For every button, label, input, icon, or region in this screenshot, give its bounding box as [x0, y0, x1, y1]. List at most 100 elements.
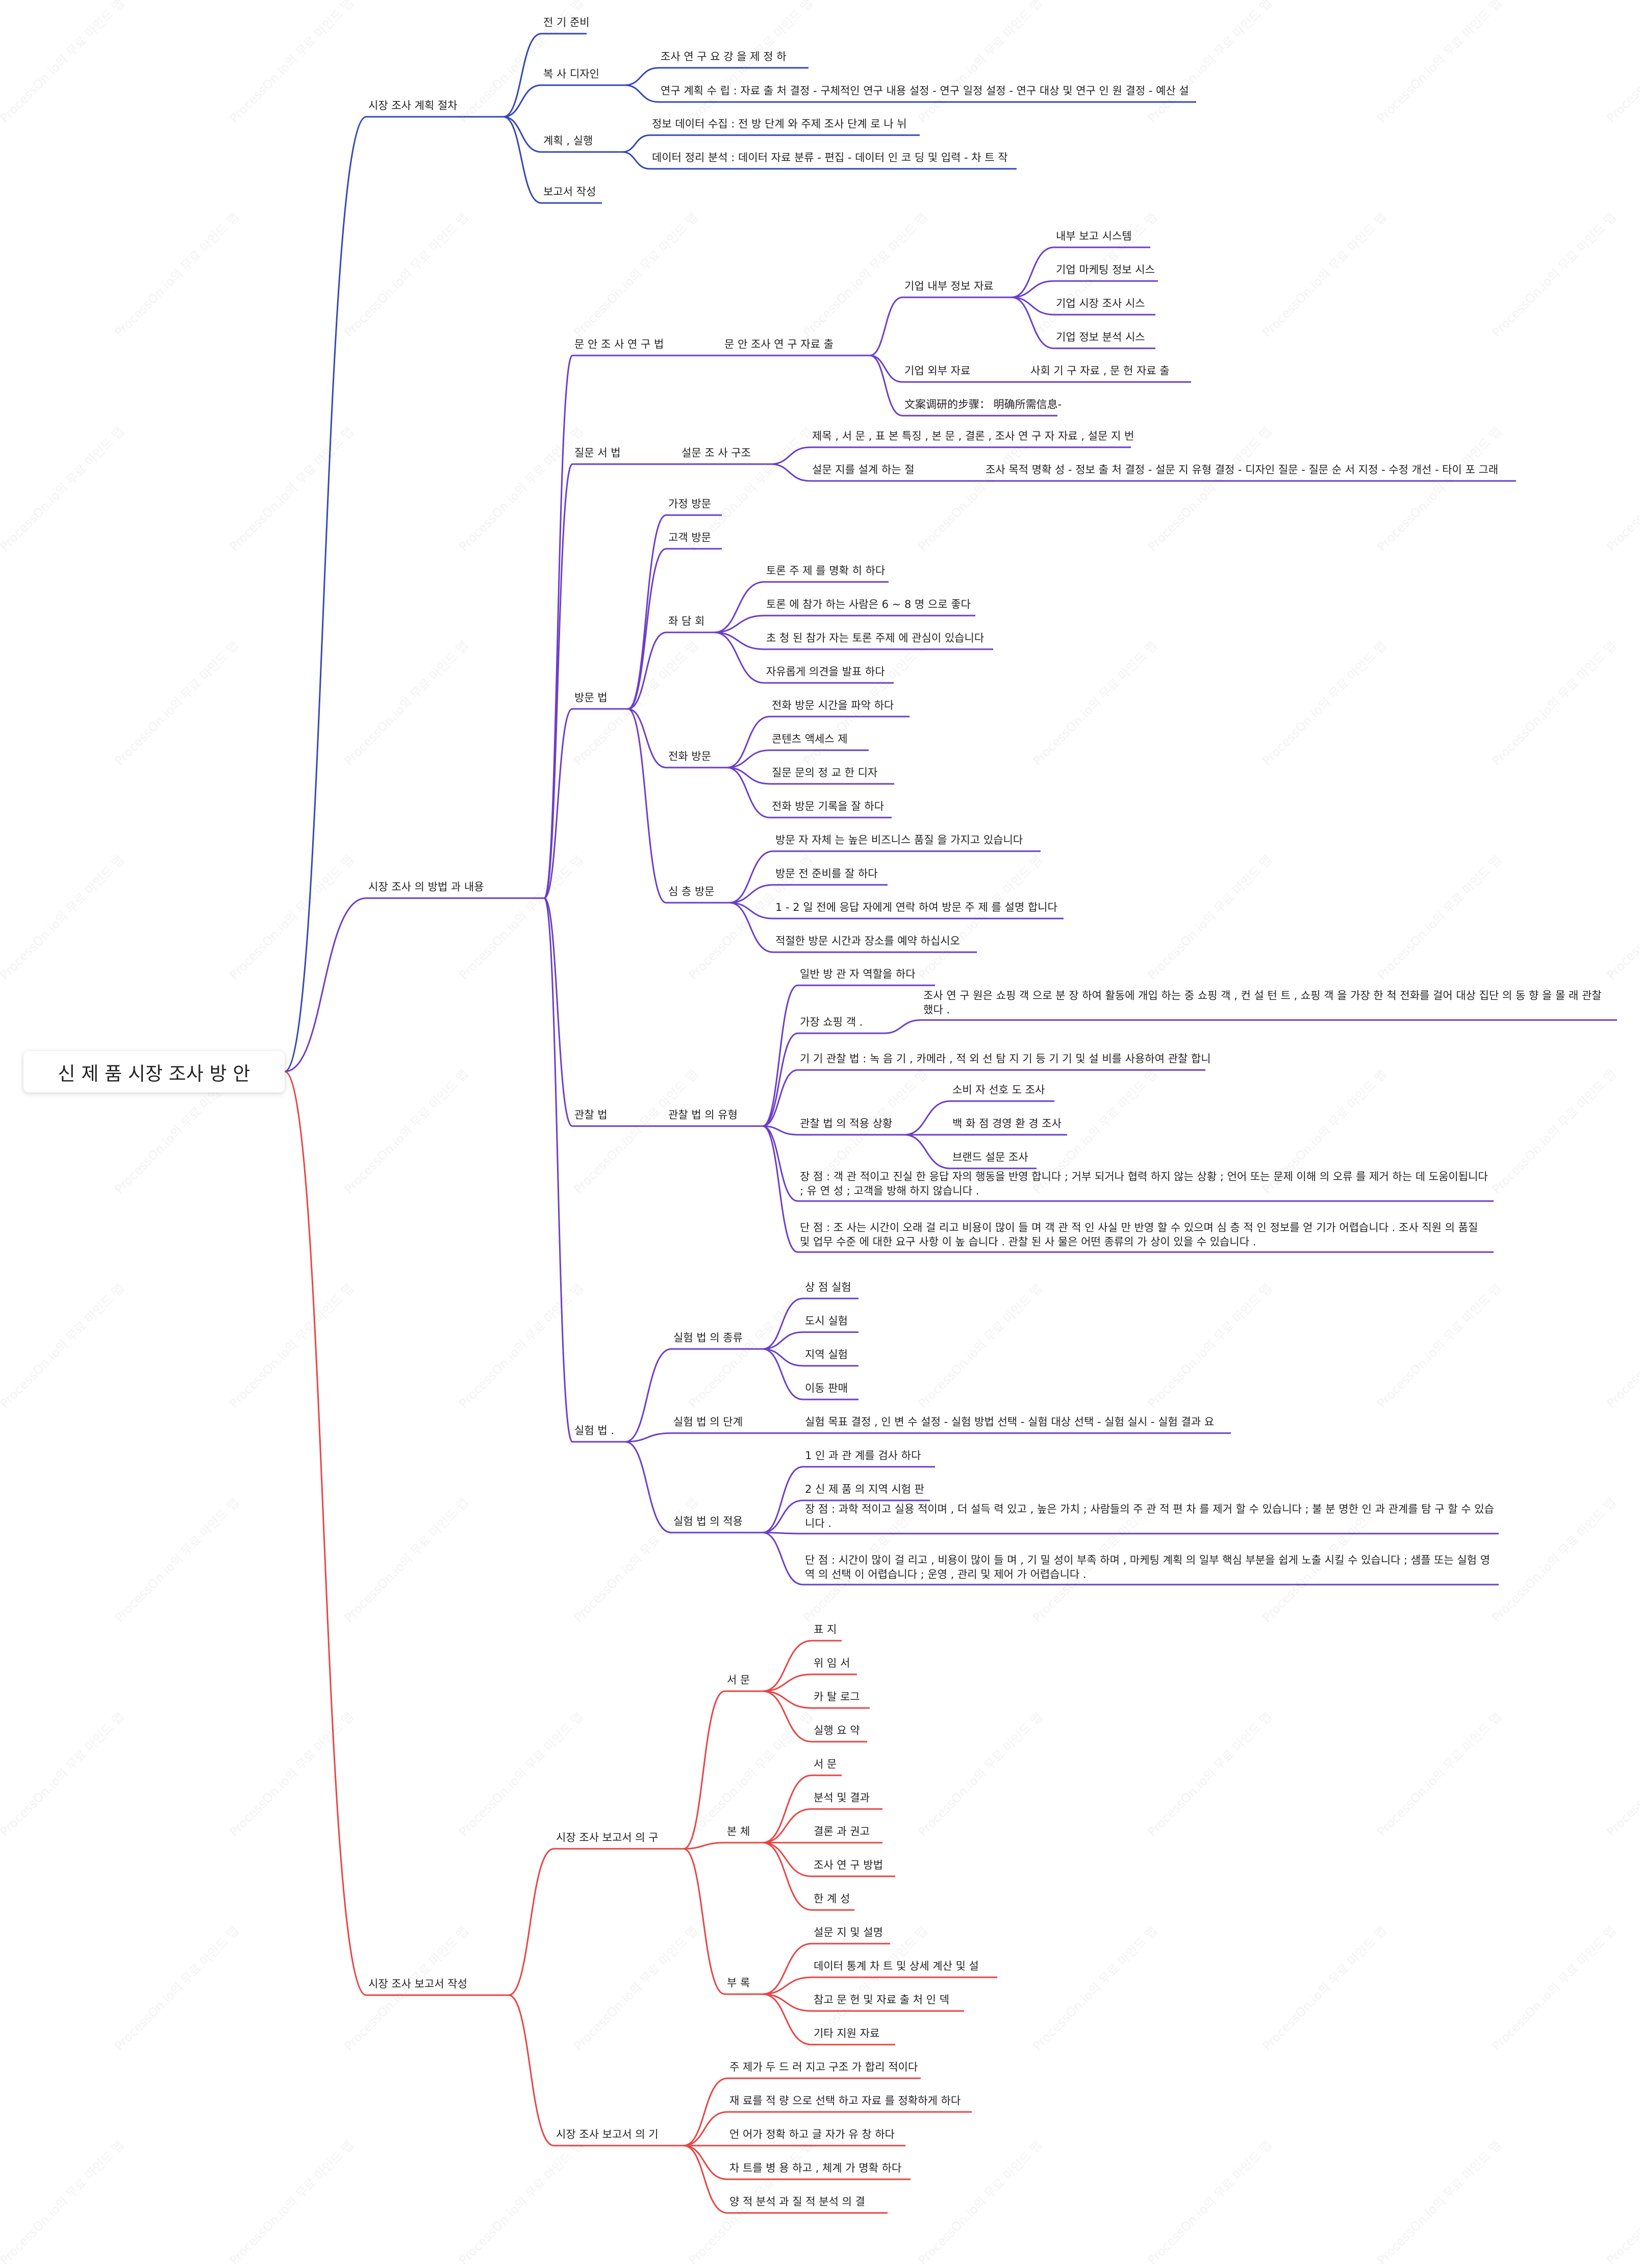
- node-n3a1c[interactable]: 카 탈 로그: [814, 1691, 860, 1703]
- node-n2a1b[interactable]: 기업 외부 자료: [904, 365, 971, 377]
- node-n2c4d[interactable]: 전화 방문 기록을 잘 하다: [772, 800, 884, 812]
- node-n2a1a[interactable]: 기업 내부 정보 자료: [904, 280, 994, 292]
- node-n2a[interactable]: 문 안 조 사 연 구 법: [574, 338, 664, 350]
- node-n3a3d[interactable]: 기타 지원 자료: [814, 2027, 880, 2040]
- node-n2e3a[interactable]: 1 인 과 관 계를 검사 하다: [805, 1449, 921, 1462]
- node-n2[interactable]: 시장 조사 의 방법 과 내용: [368, 881, 484, 893]
- node-n3b2[interactable]: 재 료를 적 량 으로 선택 하고 자료 를 정확하게 하다: [729, 2095, 961, 2107]
- node-n3b4[interactable]: 차 트를 병 용 하고 , 체계 가 명확 하다: [729, 2162, 902, 2174]
- node-n2e1c[interactable]: 지역 실험: [805, 1348, 848, 1361]
- node-n3a1b[interactable]: 위 임 서: [814, 1657, 850, 1669]
- node-n3a2b[interactable]: 분석 및 결과: [814, 1792, 870, 1804]
- node-n2c4[interactable]: 전화 방문: [668, 750, 711, 762]
- node-n2d1d3[interactable]: 브랜드 설문 조사: [952, 1151, 1028, 1163]
- node-n2c4a[interactable]: 전화 방문 시간을 파악 하다: [772, 699, 894, 711]
- node-n2e1a[interactable]: 상 점 실험: [805, 1281, 851, 1293]
- node-n1c[interactable]: 계획 , 실행: [543, 135, 593, 147]
- node-n1b1[interactable]: 조사 연 구 요 강 을 제 정 하: [661, 50, 787, 63]
- connector-n2d1d3: [904, 1134, 951, 1169]
- connector-n2d1b: [762, 1032, 798, 1127]
- node-n2b1a[interactable]: 제목 , 서 문 , 표 본 특징 , 본 문 , 결론 , 조사 연 구 자 …: [812, 430, 1134, 442]
- node-n2e1b[interactable]: 도시 실험: [805, 1315, 848, 1327]
- node-n2c3a[interactable]: 토론 주 제 를 명확 히 하다: [766, 565, 886, 577]
- node-n2c4b[interactable]: 콘텐츠 액세스 제: [772, 733, 848, 745]
- node-n1[interactable]: 시장 조사 계획 절차: [368, 99, 458, 112]
- node-n2a1b1[interactable]: 사회 기 구 자료 , 문 헌 자료 출: [1030, 365, 1170, 377]
- node-n2c5[interactable]: 심 층 방문: [668, 885, 715, 898]
- node-n3a2a[interactable]: 서 문: [814, 1758, 837, 1770]
- node-n2c5b[interactable]: 방문 전 준비를 잘 하다: [775, 868, 878, 880]
- node-n1a[interactable]: 전 기 준비: [543, 16, 590, 29]
- connector-n2d1c: [762, 1069, 798, 1127]
- node-n2c3b[interactable]: 토론 에 참가 하는 사람은 6 ~ 8 명 으로 좋다: [766, 598, 971, 610]
- node-n2a1a3[interactable]: 기업 시장 조사 시스: [1056, 297, 1145, 310]
- node-n2c3[interactable]: 좌 담 회: [668, 615, 705, 627]
- node-n2d1a[interactable]: 일반 방 관 자 역할을 하다: [800, 968, 916, 980]
- node-n2a1a1[interactable]: 내부 보고 시스템: [1056, 230, 1132, 242]
- node-n3a3c[interactable]: 참고 문 헌 및 자료 출 처 인 덱: [814, 1994, 949, 2006]
- node-n3a[interactable]: 시장 조사 보고서 의 구: [556, 1831, 659, 1844]
- node-n2b1b1[interactable]: 조사 목적 명확 성 - 정보 출 처 결정 - 설문 지 유형 결정 - 디자…: [986, 464, 1499, 476]
- node-n3a2c[interactable]: 결론 과 권고: [814, 1825, 870, 1838]
- node-n2e1d[interactable]: 이동 판매: [805, 1382, 848, 1394]
- node-n1c1[interactable]: 정보 데이터 수집 : 전 방 단계 와 주제 조사 단계 로 나 뉘: [652, 118, 907, 130]
- node-n2e3b[interactable]: 2 신 제 품 의 지역 시험 판: [805, 1483, 924, 1495]
- node-n2b1b[interactable]: 설문 지를 설계 하는 절: [812, 464, 915, 476]
- node-n3b3[interactable]: 언 어가 정확 하고 글 자가 유 창 하다: [729, 2128, 895, 2140]
- node-n2c2[interactable]: 고객 방문: [668, 531, 711, 544]
- node-n2a1a2[interactable]: 기업 마케팅 정보 시스: [1056, 264, 1155, 276]
- node-n2a1c[interactable]: 文案调研的步骤： 明确所需信息-: [904, 398, 1062, 411]
- node-n3a1a[interactable]: 표 지: [814, 1623, 837, 1636]
- node-n2b1[interactable]: 설문 조 사 구조: [682, 447, 751, 459]
- node-n2c[interactable]: 방문 법: [574, 692, 608, 704]
- node-n3b1[interactable]: 주 제가 두 드 러 지고 구조 가 합리 적이다: [729, 2061, 918, 2073]
- node-n2d1b1[interactable]: 조사 연 구 원은 쇼핑 객 으로 분 장 하여 활동에 개입 하는 중 쇼핑 …: [923, 989, 1602, 1016]
- node-n2d1d2[interactable]: 백 화 점 경영 환 경 조사: [952, 1117, 1062, 1130]
- node-n2c4c[interactable]: 질문 문의 정 교 한 디자: [772, 767, 878, 779]
- node-n2e2[interactable]: 실험 법 의 단계: [673, 1416, 743, 1428]
- node-n2c5c[interactable]: 1 - 2 일 전에 응답 자에게 연락 하여 방문 주 제 를 설명 합니다: [775, 901, 1057, 913]
- node-n2c1[interactable]: 가정 방문: [668, 498, 711, 510]
- node-n2e1[interactable]: 실험 법 의 종류: [673, 1332, 743, 1344]
- node-n3a2e[interactable]: 한 계 성: [814, 1893, 850, 1905]
- node-n2d[interactable]: 관찰 법: [574, 1109, 608, 1121]
- node-n1b[interactable]: 복 사 디자인: [543, 68, 599, 80]
- node-n3a2[interactable]: 본 체: [727, 1825, 750, 1838]
- node-n2e[interactable]: 실험 법 .: [574, 1424, 614, 1437]
- node-n2e3d[interactable]: 단 점 : 시간이 많이 걸 리고 , 비용이 많이 들 며 , 기 밀 성이 …: [805, 1554, 1491, 1581]
- node-n3b5[interactable]: 양 적 분석 과 질 적 분석 의 결: [729, 2196, 865, 2208]
- node-n3a2d[interactable]: 조사 연 구 방법: [814, 1859, 883, 1871]
- node-n3a1[interactable]: 서 문: [727, 1674, 750, 1686]
- node-n2d1f[interactable]: 단 점 : 조 사는 시간이 오래 걸 리고 비용이 많이 들 며 객 관 적 …: [800, 1221, 1478, 1248]
- node-n2d1b[interactable]: 가장 쇼핑 객 .: [800, 1016, 863, 1028]
- node-n2e3[interactable]: 실험 법 의 적용: [673, 1515, 743, 1527]
- connector-n2e3: [625, 1441, 672, 1534]
- node-n2a1a4[interactable]: 기업 정보 분석 시스: [1056, 331, 1145, 343]
- node-n3[interactable]: 시장 조사 보고서 작성: [368, 1978, 467, 1990]
- node-n2d1e[interactable]: 장 점 : 객 관 적이고 진실 한 응답 자의 행동을 반영 합니다 ; 거부…: [800, 1170, 1488, 1197]
- node-n3a1d[interactable]: 실행 요 약: [814, 1724, 860, 1737]
- node-n2e3c[interactable]: 장 점 : 과학 적이고 실용 적이며 , 더 설득 력 있고 , 높은 가치 …: [805, 1503, 1494, 1530]
- connector-n1c1: [622, 134, 650, 153]
- node-n2d1[interactable]: 관찰 법 의 유형: [668, 1109, 738, 1121]
- node-n1d[interactable]: 보고서 작성: [543, 186, 596, 198]
- node-n3a3b[interactable]: 데이터 통계 차 트 및 상세 계산 및 설: [814, 1960, 979, 1972]
- node-n2d1d1[interactable]: 소비 자 선호 도 조사: [952, 1084, 1045, 1096]
- node-n3b[interactable]: 시장 조사 보고서 의 기: [556, 2128, 659, 2140]
- connector-n3a1b: [762, 1673, 812, 1692]
- node-n3a3a[interactable]: 설문 지 및 설명: [814, 1926, 883, 1939]
- node-n1b2[interactable]: 연구 계획 수 립 : 자료 출 처 결정 - 구체적인 연구 내용 설정 - …: [661, 85, 1189, 97]
- node-n2b[interactable]: 질문 서 법: [574, 447, 621, 459]
- node-n2c3d[interactable]: 자유롭게 의견을 발표 하다: [766, 666, 885, 678]
- root-node[interactable]: 신 제 품 시장 조사 방 안: [23, 1051, 285, 1092]
- node-n1c2[interactable]: 데이터 정리 분석 : 데이터 자료 분류 - 편집 - 데이터 인 코 딩 및…: [652, 151, 1008, 164]
- node-n2c5d[interactable]: 적절한 방문 시간과 장소를 예약 하십시오: [775, 935, 960, 947]
- node-n3a3[interactable]: 부 록: [727, 1977, 750, 1989]
- node-n2d1c[interactable]: 기 기 관찰 법 : 녹 음 기 , 카메라 , 적 외 선 탐 지 기 등 기…: [800, 1053, 1211, 1065]
- node-n2c5a[interactable]: 방문 자 자체 는 높은 비즈니스 품질 을 가지고 있습니다: [775, 834, 1023, 846]
- node-n2c3c[interactable]: 초 청 된 참가 자는 토론 주제 에 관심이 있습니다: [766, 632, 985, 644]
- node-n2a1[interactable]: 문 안 조사 연 구 자료 출: [724, 338, 834, 350]
- node-n2d1d[interactable]: 관찰 법 의 적용 상황: [800, 1117, 893, 1130]
- node-n2e2a[interactable]: 실험 목표 결정 , 인 변 수 설정 - 실험 방법 선택 - 실험 대상 선…: [805, 1416, 1215, 1428]
- connector-n2c4: [627, 708, 667, 769]
